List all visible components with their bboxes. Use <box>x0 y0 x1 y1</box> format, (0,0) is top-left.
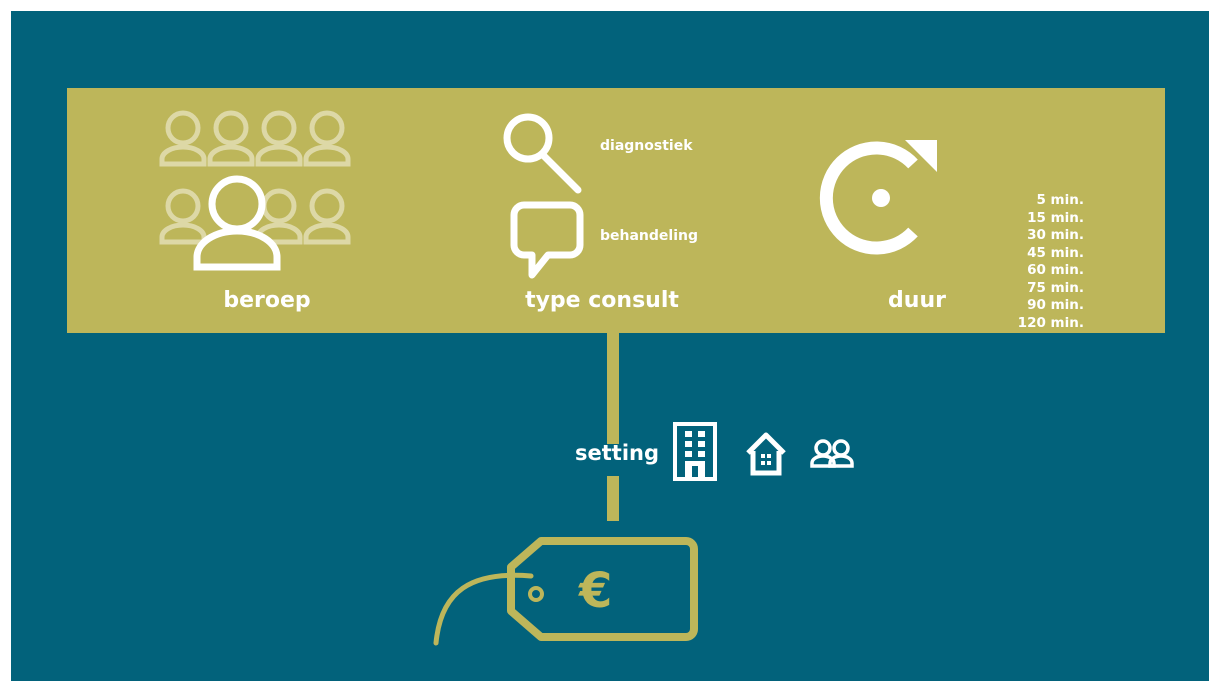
duration-option: 5 min. <box>1036 192 1084 208</box>
consult-option-behandeling: behandeling <box>600 228 698 244</box>
duration-option: 90 min. <box>1027 297 1084 313</box>
group-icon <box>810 439 854 468</box>
duration-option: 75 min. <box>1027 279 1084 296</box>
duration-option: 60 min. <box>1027 262 1084 278</box>
duration-label: duur <box>888 288 946 313</box>
setting-label: setting <box>575 441 659 465</box>
diagram-canvas: beroep diagnostiek behandeling type cons… <box>11 11 1209 681</box>
duration-option: 45 min. <box>1027 244 1084 261</box>
profession-label: beroep <box>223 288 311 313</box>
office-building-icon <box>673 422 717 481</box>
euro-symbol: € <box>579 563 613 619</box>
speech-bubble-icon <box>510 201 584 279</box>
consult-type-label: type consult <box>525 288 679 313</box>
duration-options: 5 min.15 min.30 min.45 min.60 min.75 min… <box>1004 192 1084 332</box>
connector-line <box>607 331 619 521</box>
house-icon <box>746 432 786 476</box>
people-group-icon <box>159 110 351 271</box>
duration-option: 15 min. <box>1027 209 1084 226</box>
consult-option-diagnostiek: diagnostiek <box>600 138 693 154</box>
criteria-banner: beroep diagnostiek behandeling type cons… <box>67 88 1165 333</box>
rotate-clock-icon <box>819 140 937 255</box>
duration-option: 120 min. <box>1017 314 1084 331</box>
price-tag-icon <box>433 537 698 646</box>
magnifier-icon <box>503 113 582 194</box>
duration-option: 30 min. <box>1027 227 1084 243</box>
